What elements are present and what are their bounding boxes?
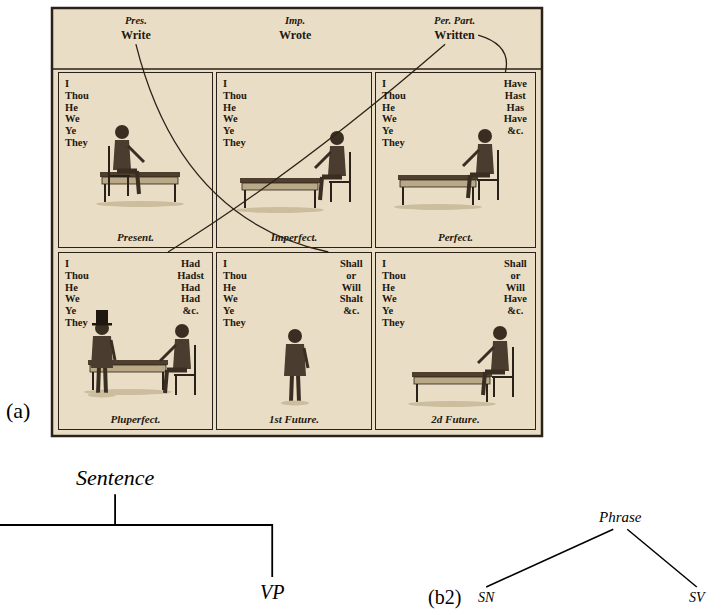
standing-figure <box>88 321 116 398</box>
tree-label: SN <box>478 590 494 606</box>
chart-frame <box>52 8 542 436</box>
tree-label: Sentence <box>76 465 154 490</box>
guide-curve <box>168 44 445 252</box>
guide-curve <box>136 44 328 252</box>
tense-caption: Imperfect. <box>217 231 371 243</box>
auxiliary-list: Shall or Will Have &c. <box>504 258 527 317</box>
seated-figure <box>315 131 350 202</box>
tree-label: VP <box>260 581 284 604</box>
tense-abbrev: Imp. <box>279 15 311 28</box>
verb-head: Imp.Wrote <box>276 14 314 44</box>
tree-label: Phrase <box>599 509 642 526</box>
tree-branch <box>115 494 272 577</box>
panel-label: (b2) <box>428 586 461 609</box>
tense-box: I Thou He We Ye They Have Hast Has Have &… <box>375 72 536 248</box>
verb-form: Written <box>434 28 475 44</box>
hat-brim <box>92 323 112 326</box>
seated-figure <box>463 129 498 200</box>
tense-caption: 1st Future. <box>217 413 371 425</box>
guide-curve <box>478 35 506 72</box>
tree-node: VP <box>258 580 286 605</box>
tense-box: I Thou He We Ye TheyImperfect. <box>216 72 372 248</box>
tense-box: I Thou He We Ye They Shall or Will Shalt … <box>216 252 372 430</box>
tense-abbrev: Per. Part. <box>434 15 475 28</box>
seated-figure <box>160 324 195 395</box>
tense-box: I Thou He We Ye They Shall or Will Have &… <box>375 252 536 430</box>
tree-branch <box>627 529 697 587</box>
tense-caption: Pluperfect. <box>59 413 212 425</box>
pronoun-list: I Thou He We Ye They <box>65 258 89 329</box>
tense-caption: Present. <box>59 231 212 243</box>
top-hat <box>96 310 108 324</box>
pronoun-list: I Thou He We Ye They <box>382 78 406 149</box>
seated-figure <box>109 125 144 196</box>
seated-figure <box>478 326 513 397</box>
tree-label: SV <box>689 590 705 606</box>
verb-form: Write <box>121 28 151 44</box>
header-rule <box>52 68 542 70</box>
tree-branch <box>0 524 115 526</box>
pronoun-list: I Thou He We Ye They <box>65 78 89 149</box>
tense-caption: 2d Future. <box>376 413 535 425</box>
verb-head: Per. Part.Written <box>431 14 478 44</box>
auxiliary-list: Shall or Will Shalt &c. <box>340 258 363 317</box>
tree-branch <box>486 529 613 587</box>
tree-node: Phrase <box>597 508 644 527</box>
desk <box>236 178 324 213</box>
auxiliary-list: Had Hadst Had Had &c. <box>177 258 204 317</box>
standing-figure <box>281 329 309 406</box>
tense-caption: Perfect. <box>376 231 535 243</box>
auxiliary-list: Have Hast Has Have &c. <box>504 78 527 137</box>
panel-label: (a) <box>6 398 30 424</box>
pronoun-list: I Thou He We Ye They <box>382 258 406 329</box>
verb-form: Wrote <box>279 28 311 44</box>
tree-node: SV <box>687 589 707 607</box>
tree-node: SN <box>476 589 496 607</box>
pronoun-list: I Thou He We Ye They <box>223 78 247 149</box>
tree-node: Sentence <box>74 464 156 491</box>
pronoun-list: I Thou He We Ye They <box>223 258 247 329</box>
verb-head: Pres.Write <box>118 14 154 44</box>
tense-box: I Thou He We Ye They Had Hadst Had Had &c… <box>58 252 213 430</box>
tense-box: I Thou He We Ye TheyPresent. <box>58 72 213 248</box>
tense-abbrev: Pres. <box>121 15 151 28</box>
